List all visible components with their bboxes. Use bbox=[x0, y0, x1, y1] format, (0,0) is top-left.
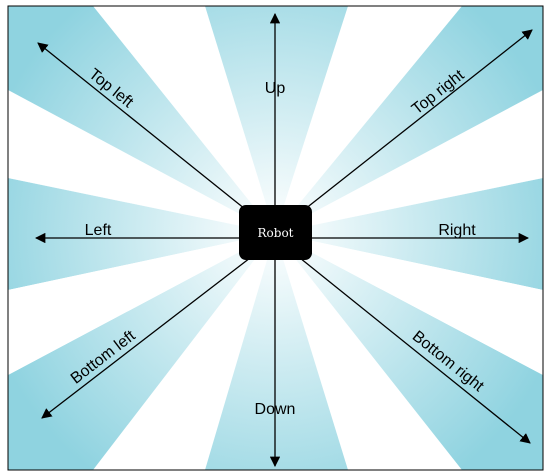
arrow-bottom-right bbox=[299, 257, 531, 444]
white-gaps bbox=[8, 90, 543, 375]
arrow-top-right bbox=[299, 29, 533, 214]
arrow-top-left bbox=[37, 42, 251, 214]
ray-bottom bbox=[205, 233, 348, 470]
robot-label: Robot bbox=[258, 226, 294, 240]
ray-left-lower bbox=[8, 178, 275, 290]
gap-left-lower bbox=[8, 233, 275, 375]
ray-top-right-1 bbox=[275, 6, 543, 233]
robot-box bbox=[239, 205, 312, 260]
gap-left-upper bbox=[8, 90, 275, 233]
gap-right-lower bbox=[275, 233, 543, 375]
label-right: Right bbox=[438, 222, 476, 239]
label-up: Up bbox=[265, 80, 286, 97]
diagram-border bbox=[7, 5, 544, 471]
gap-right-upper bbox=[275, 90, 543, 233]
label-down: Down bbox=[255, 401, 296, 418]
arrow-bottom-left bbox=[41, 257, 251, 419]
ray-right-lower bbox=[275, 178, 543, 290]
label-left: Left bbox=[85, 222, 112, 239]
ray-bottom-left bbox=[8, 233, 275, 470]
ray-top bbox=[205, 6, 348, 233]
ray-top-left bbox=[8, 6, 275, 233]
direction-arrows bbox=[34, 12, 533, 468]
